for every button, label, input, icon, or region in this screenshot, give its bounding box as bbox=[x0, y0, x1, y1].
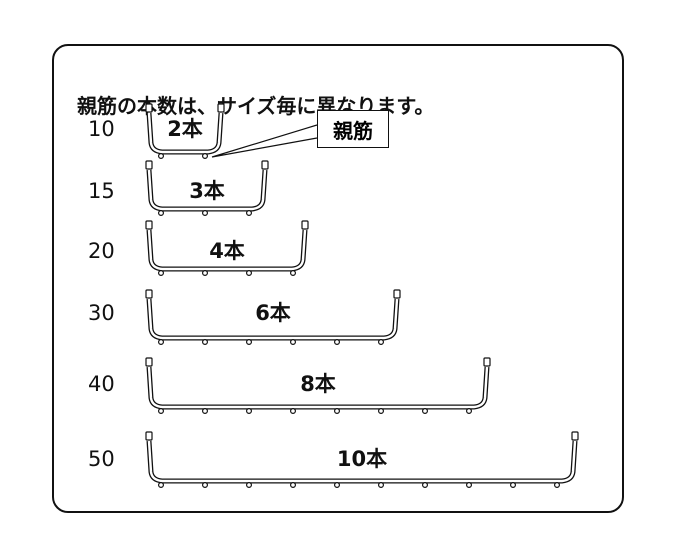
main-bar-dot bbox=[158, 270, 165, 277]
size-label: 10 bbox=[88, 117, 115, 141]
frame-hook bbox=[571, 431, 579, 441]
size-label: 50 bbox=[88, 447, 115, 471]
count-label: 2本 bbox=[167, 117, 203, 141]
frame-inner bbox=[147, 229, 307, 271]
main-bar-dot bbox=[202, 270, 209, 277]
frame-hook bbox=[145, 103, 153, 113]
main-bar-dot bbox=[158, 153, 165, 160]
frame-hook bbox=[483, 357, 491, 367]
frame-inner bbox=[147, 298, 399, 340]
main-bar-dot bbox=[158, 408, 165, 415]
main-bar-dot bbox=[246, 408, 253, 415]
size-label: 30 bbox=[88, 301, 115, 325]
frame-inner bbox=[147, 112, 223, 154]
main-bar-dot bbox=[202, 408, 209, 415]
main-bar-dot bbox=[422, 408, 429, 415]
frame-hook bbox=[145, 289, 153, 299]
main-bar-dot bbox=[334, 339, 341, 346]
main-bar-dot bbox=[422, 482, 429, 489]
main-bar-dot bbox=[202, 210, 209, 217]
diagram-panel bbox=[52, 44, 624, 513]
size-label: 40 bbox=[88, 372, 115, 396]
count-label: 6本 bbox=[255, 301, 291, 325]
frame-inner bbox=[147, 169, 267, 211]
main-bar-dot bbox=[202, 482, 209, 489]
frame-hook bbox=[145, 431, 153, 441]
main-bar-dot bbox=[290, 339, 297, 346]
main-bar-dot bbox=[246, 482, 253, 489]
main-bar-dot bbox=[158, 210, 165, 217]
frame-hook bbox=[145, 357, 153, 367]
main-bar-dot bbox=[202, 153, 209, 160]
size-label: 15 bbox=[88, 179, 115, 203]
main-bar-dot bbox=[378, 408, 385, 415]
frame-hook bbox=[393, 289, 401, 299]
main-bar-dot bbox=[158, 339, 165, 346]
frame-hook bbox=[145, 220, 153, 230]
frame-inner bbox=[147, 366, 489, 409]
callout-label: 親筋 bbox=[317, 110, 389, 148]
frame-hook bbox=[217, 103, 225, 113]
main-bar-dot bbox=[378, 339, 385, 346]
main-bar-dot bbox=[378, 482, 385, 489]
frame-inner bbox=[147, 440, 577, 483]
main-bar-dot bbox=[466, 408, 473, 415]
main-bar-dot bbox=[334, 482, 341, 489]
main-bar-dot bbox=[202, 339, 209, 346]
frame-hook bbox=[261, 160, 269, 170]
main-bar-dot bbox=[553, 482, 560, 489]
main-bar-dot bbox=[290, 270, 297, 277]
count-label: 4本 bbox=[209, 239, 245, 263]
main-bar-dot bbox=[290, 408, 297, 415]
main-bar-dot bbox=[158, 482, 165, 489]
size-label: 20 bbox=[88, 239, 115, 263]
count-label: 8本 bbox=[300, 372, 336, 396]
frame-hook bbox=[301, 220, 309, 230]
count-label: 3本 bbox=[189, 179, 225, 203]
count-label: 10本 bbox=[337, 447, 387, 471]
callout-leader bbox=[211, 124, 318, 158]
main-bar-dot bbox=[510, 482, 517, 489]
main-bar-dot bbox=[290, 482, 297, 489]
main-bar-dot bbox=[334, 408, 341, 415]
main-bar-dot bbox=[246, 210, 253, 217]
main-bar-dot bbox=[246, 339, 253, 346]
main-bar-dot bbox=[466, 482, 473, 489]
frame-hook bbox=[145, 160, 153, 170]
main-bar-dot bbox=[246, 270, 253, 277]
